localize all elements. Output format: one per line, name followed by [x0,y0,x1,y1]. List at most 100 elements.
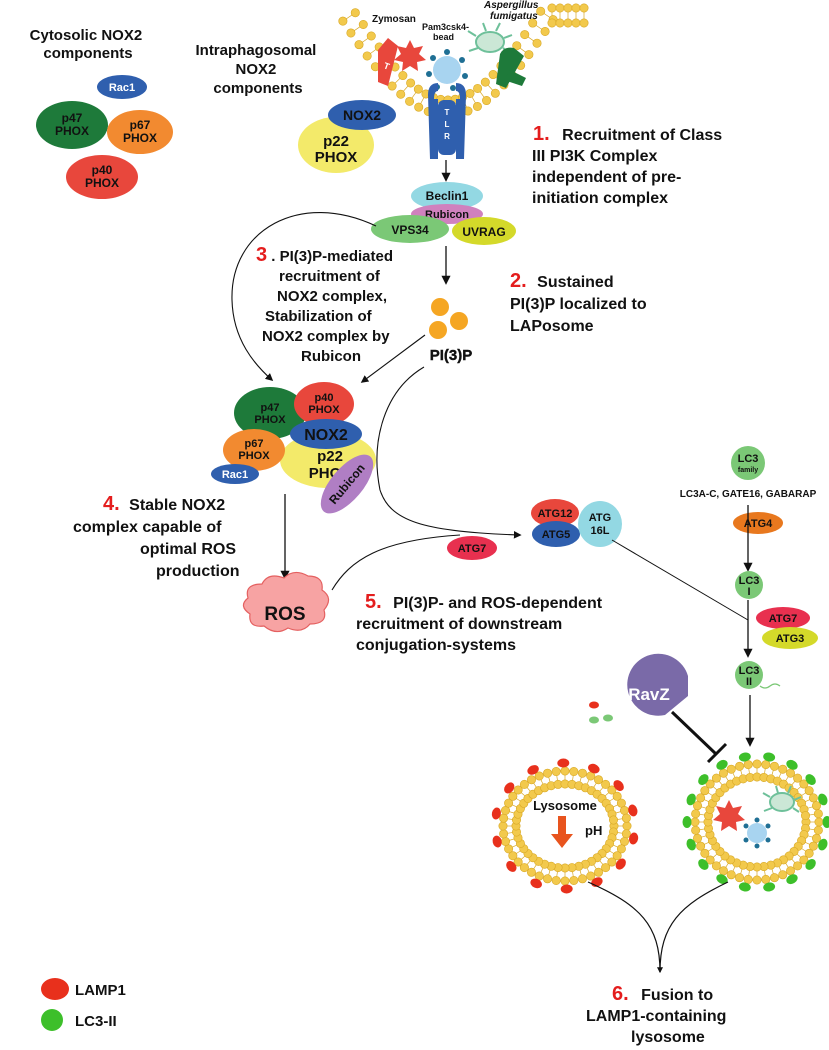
fusion-curve-left [587,881,661,973]
vesicle-lipid-head [551,767,561,777]
vesicle-lipid-head [705,855,715,865]
lc3-ii-marker [682,816,692,828]
vesicle-lipid-head [609,815,619,825]
membrane-lipid-head [528,18,538,28]
lamp1-marker [613,780,624,791]
vps34-label: VPS34 [391,223,429,237]
lamp1-marker [588,763,600,774]
vesicle-lipid-head [811,833,821,843]
line-atg16l-to-lc3 [611,539,749,621]
svg-text:T: T [445,108,450,117]
vesicle-lipid-head [526,867,536,877]
vesicle-lipid-head [778,764,788,774]
vesicle-lipid-head [551,875,561,885]
pi3k-complex: Beclin1 Rubicon VPS34 UVRAG [371,182,516,245]
arrow-pi3p-to-atg [376,366,522,539]
vesicle-lipid-head [786,768,796,778]
membrane-lipid-head [540,26,550,36]
vesicle-lipid-head [808,793,818,803]
rubicon-label: Rubicon [425,209,469,221]
step-4-text: 4. Stable NOX2 complex capable of optima… [73,493,240,580]
vesicle-lipid-head [718,768,728,778]
membrane-lipid-head [362,51,372,61]
vesicle-lipid-head [499,813,509,823]
lc3-ii-marker [805,858,816,870]
vesicle-lipid-head [601,863,611,873]
vesicle-lipid-head [501,836,511,846]
vesicle-lipid-head [761,874,771,884]
rac1-cytosolic: Rac1 [97,75,147,99]
vesicle-lipid-head [700,786,710,796]
vesicle-lipid-head [743,760,753,770]
lc3-ii-marker [818,838,828,851]
floating-lamp1-lc3-dots [589,701,613,724]
vesicle-lipid-head [504,798,514,808]
step-3-text: 3 . PI(3)P-mediated recruitment of NOX2 … [256,244,397,365]
tlr-receptor-right [496,47,526,88]
vesicle-lipid-head [769,873,779,883]
vesicle-lipid-head [778,870,788,880]
vesicle-lipid-head [799,779,809,789]
vesicle-lipid-head [586,871,596,881]
membrane-lipid-head [413,84,423,94]
ph-label: pH [585,823,602,838]
svg-text:ATG5: ATG5 [542,529,571,541]
lc3-ii-marker [738,752,751,762]
membrane-lipid-head [579,18,589,28]
lc3-ii-marker [786,874,798,885]
legend-lc3ii-label: LC3-II [75,1013,117,1030]
membrane-lipid-head [490,88,500,98]
vesicle-lipid-head [700,848,710,858]
svg-text:L: L [445,120,450,129]
membrane-lipid-head [579,3,589,13]
vesicle-lipid-head [543,768,553,778]
vesicle-lipid-head [622,821,632,831]
vesicle-lipid-head [769,761,779,771]
vesicle-lipid-head [752,759,762,769]
step-2-text: 2. Sustained PI(3)P localized to LAPosom… [510,270,651,335]
svg-text:NOX2: NOX2 [343,107,381,123]
atg7-left: ATG7 [447,536,497,560]
ravz-inhibition-line [670,710,718,756]
membrane-lipid-head [406,78,416,88]
arrow-ros-to-atg [331,534,461,591]
lamp1-marker [557,758,570,768]
vesicle-lipid-head [696,793,706,803]
vesicle-lipid-head [594,775,604,785]
uvrag-label: UVRAG [462,225,505,239]
lc3-members-label: LC3A-C, GATE16, GABARAP [680,489,817,500]
vesicle-lipid-head [691,809,701,819]
vesicle-lipid-head [594,867,604,877]
membrane-lipid-head [338,16,348,26]
lamp1-marker [530,878,542,889]
svg-text:R: R [444,132,450,141]
vesicle-lipid-head [569,767,579,777]
membrane-lipid-head [346,28,356,38]
membrane-lipid-head [350,8,360,18]
atg7-right: ATG7 [756,607,810,629]
vesicle-lipid-head [607,857,617,867]
atg4: ATG4 [733,512,783,534]
vesicle-lipid-head [601,779,611,789]
lamp1-marker [615,858,626,870]
vesicle-lipid-head [577,768,587,778]
lc3-ii-marker [763,882,776,892]
ravz-inhibition-bar [706,742,728,764]
atg3: ATG3 [762,627,818,649]
vesicle-lipid-head [793,773,803,783]
vesicle-lipid-head [543,874,553,884]
ph-down-arrow [551,816,573,848]
svg-text:T: T [382,60,391,71]
vesicle-lipid-head [508,851,518,861]
lamp1-marker [560,884,573,894]
membrane-lipid-head [563,3,573,13]
vesicle-lipid-head [799,855,809,865]
membrane-lipid-head [366,31,376,41]
